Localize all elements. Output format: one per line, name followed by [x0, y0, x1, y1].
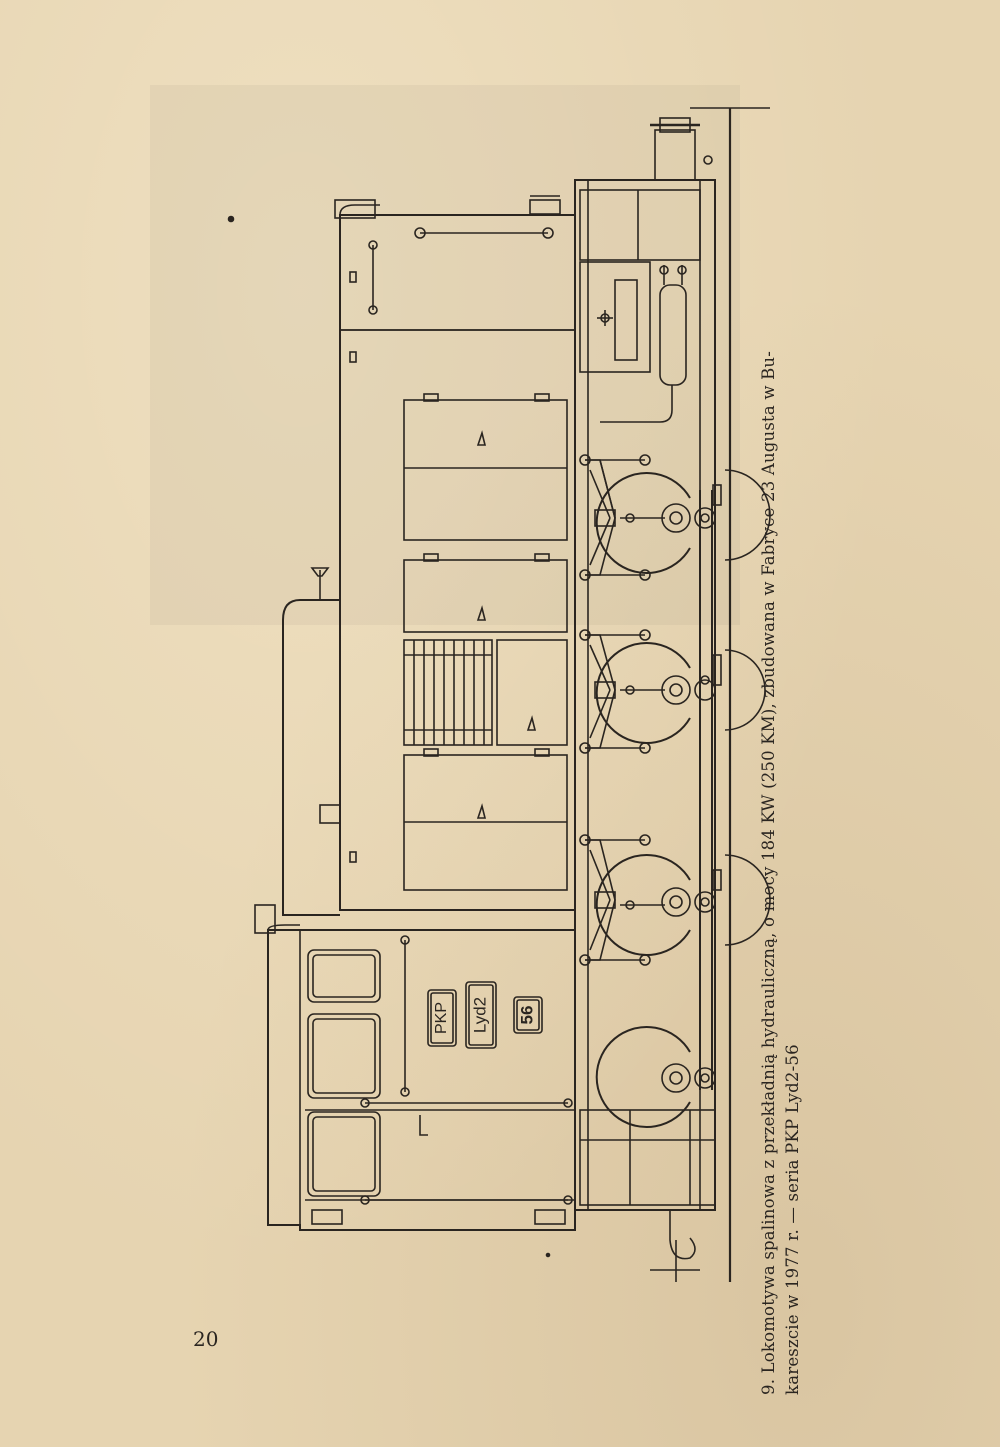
- cab-window-1: [307, 949, 381, 1003]
- plate-number-text: 56: [517, 1006, 536, 1025]
- cab-window-2: [307, 1013, 381, 1099]
- exhaust-stack: [334, 199, 376, 219]
- plate-owner-frame: [427, 989, 457, 1047]
- plate-number-frame: [513, 996, 543, 1034]
- wheel-3: [595, 854, 716, 956]
- air-cylinder: [659, 284, 687, 386]
- leaf-spring-2: [579, 629, 665, 754]
- page-number: 20: [193, 1327, 219, 1351]
- plate-owner-text: PKP: [433, 1002, 450, 1034]
- coupling-hook: [669, 1210, 696, 1260]
- wheel-4: [595, 1026, 716, 1128]
- plate-series-text: Lyd2: [470, 997, 489, 1033]
- hood-door-1: [403, 393, 568, 541]
- coupling-rod: [699, 484, 722, 1090]
- plate-series-frame: [465, 981, 497, 1049]
- leaf-spring-3: [579, 834, 665, 966]
- rear-buffer-beam: [579, 1109, 716, 1206]
- buffer-housing: [654, 129, 696, 181]
- hood-door-2: [403, 553, 568, 633]
- caption-line-1: 9. Lokomotywa spalinowa z przekładnią hy…: [759, 350, 778, 1395]
- air-tank-box: [579, 261, 651, 373]
- front-compartment: [579, 189, 701, 261]
- print-bleed-shadow: [150, 85, 740, 625]
- cab-outline: [267, 929, 576, 1231]
- hood-door-4: [403, 748, 568, 891]
- cab-window-3: [307, 1111, 381, 1197]
- hood-door-3: [496, 639, 568, 746]
- figure-caption: 9. Lokomotywa spalinowa z przekładnią hy…: [757, 55, 805, 1395]
- sand-dome: [282, 599, 340, 916]
- hood-outline: [339, 214, 576, 911]
- leaf-spring-1: [579, 454, 665, 581]
- radiator-grille: [403, 639, 493, 746]
- door-handle: [419, 1115, 428, 1136]
- caption-line-2: kareszcie w 1977 r. — seria PKP Lyd2-56: [783, 1044, 802, 1395]
